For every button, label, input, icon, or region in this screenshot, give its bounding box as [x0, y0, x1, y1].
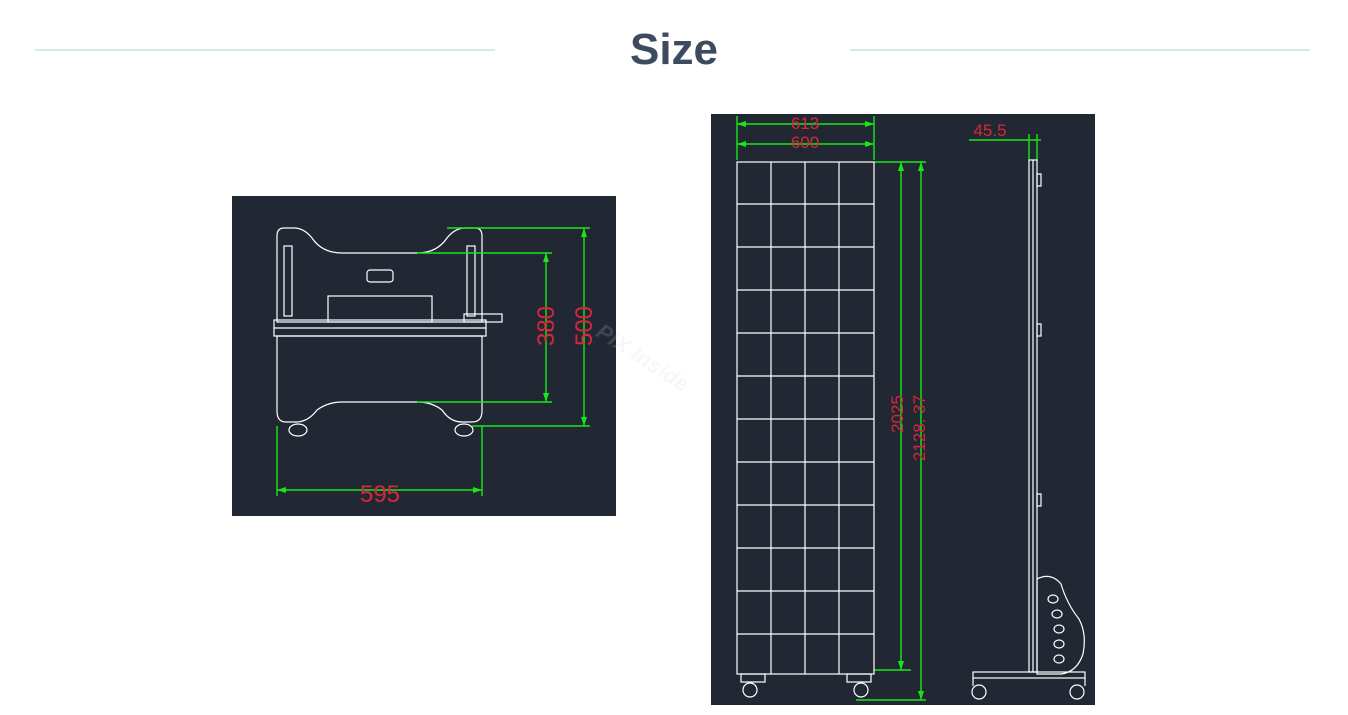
side-view-outline: [971, 159, 1086, 700]
header-rule-left: [35, 49, 495, 51]
dimension-595: 595: [360, 481, 400, 508]
dimension-600: 600: [791, 133, 819, 152]
front-panel-grid: [736, 161, 875, 698]
dimension-2128-37: 2128. 37: [910, 395, 929, 461]
front-side-view-svg: 613 600 2025 2128. 37 45.5: [736, 114, 1086, 701]
top-view-dimension-lines: [276, 227, 590, 496]
header-rule-right: [850, 49, 1310, 51]
dimension-45-5: 45.5: [973, 121, 1006, 140]
top-view-svg: 380 500 595: [273, 227, 598, 508]
dimension-613: 613: [791, 114, 819, 133]
top-view-arrows: [277, 228, 587, 493]
front-side-view-drawing: 613 600 2025 2128. 37 45.5: [711, 114, 1095, 705]
front-view-dimension-lines: [736, 116, 1041, 701]
cart-outline: [273, 227, 503, 437]
dimension-380: 380: [533, 306, 560, 346]
dimension-500: 500: [571, 306, 598, 346]
top-view-drawing: 380 500 595: [232, 196, 616, 516]
front-view-arrows: [737, 121, 924, 700]
dimension-2025: 2025: [888, 395, 907, 433]
page-title: Size: [629, 25, 719, 74]
